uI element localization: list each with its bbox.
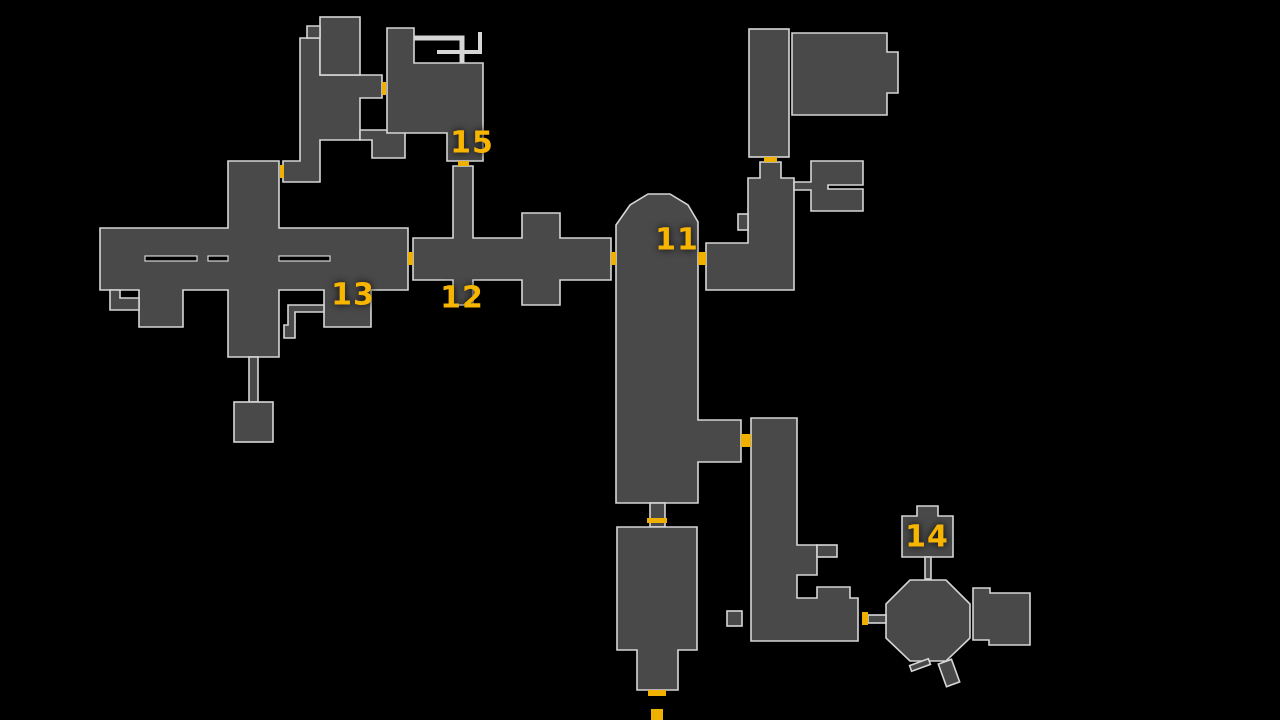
northeast-rooms[interactable]	[705, 28, 899, 291]
room-13-area[interactable]	[99, 160, 409, 443]
room-label-13[interactable]: 13	[331, 277, 375, 313]
east-wing[interactable]	[726, 417, 859, 642]
room-label-15[interactable]: 15	[450, 125, 494, 161]
room-12-corridor[interactable]	[412, 165, 612, 306]
room-label-14[interactable]: 14	[905, 519, 949, 555]
room-label-11[interactable]: 11	[655, 222, 699, 258]
doors	[280, 82, 868, 720]
room-11-hall[interactable]	[615, 193, 742, 691]
room-14-area[interactable]	[867, 505, 1031, 688]
room-label-12[interactable]: 12	[440, 280, 484, 316]
northwest-rooms[interactable]	[282, 16, 484, 183]
